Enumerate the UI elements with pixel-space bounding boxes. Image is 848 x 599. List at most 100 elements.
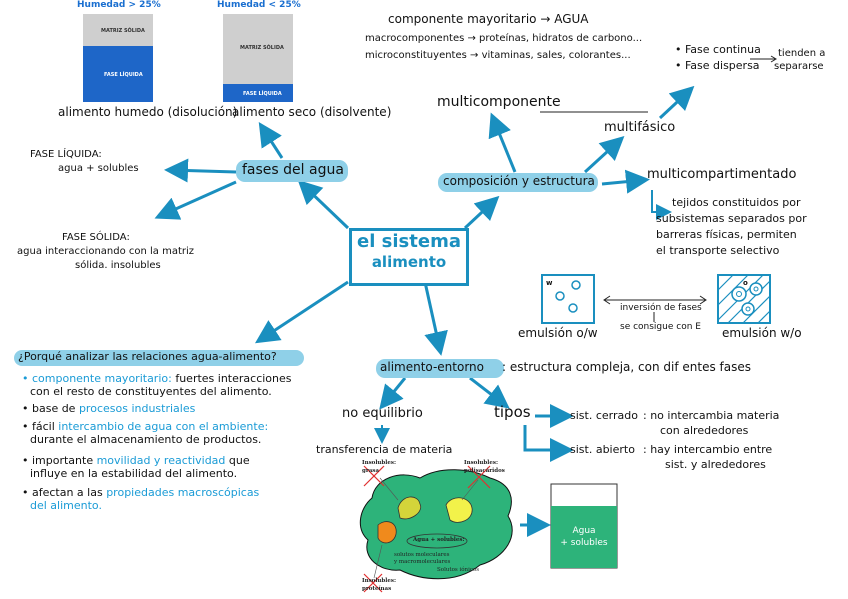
arrow-comp-multicomp (488, 112, 517, 173)
abierto-desc1: : hay intercambio entre (643, 443, 773, 456)
b3-text: intercambio de agua con el ambiente: (58, 420, 269, 433)
beaker-liquid (551, 506, 617, 568)
blob-insol-poli-1: Insolubles: (464, 460, 498, 466)
humidity-high-label: Humedad > 25% (77, 0, 161, 10)
caption-wet: alimento humedo (disolución) (58, 105, 238, 119)
fase-continua: • Fase continua (675, 43, 761, 56)
porque-b4: • importante movilidad y reactividad que (22, 454, 250, 468)
sist-cerrado: sist. cerrado (570, 409, 638, 422)
arrow-center-entorno (423, 281, 448, 356)
arrow-center-porque (254, 280, 349, 344)
arrow-fases-seco (258, 121, 284, 159)
arrow-center-composicion (463, 195, 500, 230)
dry-matriz-label: MATRIZ SÓLIDA (240, 45, 284, 51)
blob-solutos-2: y macromoleculares (394, 559, 451, 565)
b2-lead: • base de (22, 402, 79, 415)
b2-text: procesos industriales (78, 402, 196, 415)
tejidos-line3: barreras físicas, permiten (656, 228, 797, 241)
entorno-label: alimento-entorno (380, 360, 485, 374)
fases-pill (236, 160, 348, 182)
cerrado-desc1: : no intercambia materia (643, 409, 780, 422)
beaker-label-1: Agua (572, 526, 596, 536)
consigue-label: se consigue con E (620, 322, 701, 332)
b5-lead: • afectan a las (22, 486, 107, 499)
b4-tail: que (225, 454, 250, 467)
blob-solutos-1: solutos moleculares (394, 552, 450, 558)
arrow-entorno-tipos (469, 376, 510, 409)
fase-liquida-title: FASE LÍQUIDA: (30, 149, 102, 160)
fase-dispersa: • Fase dispersa (675, 59, 760, 72)
b4-text: movilidad y reactividad (96, 454, 226, 467)
blob-solutos-ionicos: Solutos iónicos (437, 567, 480, 573)
blob-insol-prot-1: Insolubles: (362, 578, 396, 584)
tejidos-line1: tejidos constituidos por (672, 196, 801, 209)
porque-b4d: influye en la estabilidad del alimento. (30, 467, 238, 480)
dry-liquida-label: FASE LÍQUIDA (243, 91, 282, 97)
multicompartimentado-label: multicompartimentado (647, 167, 797, 182)
center-node (349, 228, 469, 286)
emulsion-ow-w: w (546, 279, 553, 287)
blob-insol-poli-2: polisacáridos (464, 468, 505, 474)
porque-b1: • componente mayoritario: fuertes intera… (22, 372, 292, 386)
fase-solida-line1: agua interaccionando con la matriz (17, 246, 195, 257)
wet-liquida-label: FASE LÍQUIDA (104, 72, 143, 78)
food-blob (359, 469, 513, 580)
dry-food-liquid (223, 84, 293, 102)
center-title-2: alimento (371, 253, 447, 271)
arrow-comp-multifasico (583, 135, 625, 174)
porque-b5c: del alimento. (30, 499, 102, 512)
composicion-pill (438, 173, 598, 192)
caption-dry: alimento seco (disolvente) (232, 105, 392, 119)
comp-line1: componente mayoritario → AGUA (388, 12, 589, 26)
fase-solida-title: FASE SÓLIDA: (62, 232, 130, 243)
abierto-desc2: sist. y alrededores (665, 458, 766, 471)
wet-food-solid (83, 14, 153, 46)
blob-insol-grasa-1: Insolubles: (362, 460, 396, 466)
comp-line2: macrocomponentes → proteínas, hidratos d… (365, 33, 643, 44)
arrow-tipos-abierto (523, 425, 574, 462)
comp-line3: microconstituyentes → vitaminas, sales, … (365, 50, 631, 61)
cerrado-desc2: con alrededores (660, 424, 749, 437)
porque-b2: • base de procesos industriales (22, 402, 196, 416)
transferencia: transferencia de materia (316, 443, 453, 456)
b1-lead: • componente mayoritario: (22, 372, 176, 385)
multicomponente-label: multicomponente (437, 94, 561, 110)
tienden-a: tienden a (778, 48, 826, 59)
blob-insol-prot-2: proteínas (362, 586, 392, 592)
beaker-label-2: + solubles (560, 538, 608, 548)
separarse: separarse (774, 61, 824, 72)
arrow-fases-liquida (164, 158, 237, 183)
porque-pill (14, 350, 304, 366)
blob-insol-grasa-2: grasa (362, 468, 379, 474)
porque-question: ¿Porqué analizar las relaciones agua-ali… (18, 350, 277, 363)
fase-solida-line2: sólida. insolubles (75, 260, 161, 271)
b1-text: fuertes interacciones (175, 372, 292, 385)
wet-matriz-label: MATRIZ SÓLIDA (101, 28, 145, 34)
tipos-label: tipos (494, 403, 531, 421)
no-equilibrio: no equilibrio (342, 406, 423, 421)
b4-lead: • importante (22, 454, 97, 467)
porque-b3c: durante el almacenamiento de productos. (30, 433, 262, 446)
arrow-comp-multicompart (601, 169, 650, 194)
tejidos-line4: el transporte selectivo (656, 244, 780, 257)
sist-abierto: sist. abierto (570, 443, 635, 456)
tejidos-line2: subsistemas separados por (656, 212, 807, 225)
entorno-pill (376, 359, 504, 378)
center-title-1: el sistema (357, 231, 461, 252)
entorno-desc: : estructura compleja, con dif entes fas… (502, 360, 751, 374)
arrow-fases-solida (154, 180, 237, 220)
blob-agua-solubles: Agua + solubles: (413, 537, 465, 543)
fase-liquida-text: agua + solubles (58, 163, 139, 174)
porque-b3: • fácil intercambio de agua con el ambie… (22, 420, 269, 434)
humidity-low-label: Humedad < 25% (217, 0, 301, 10)
b5-text: propiedades macroscópicas (106, 486, 260, 499)
emulsion-ow-label: emulsión o/w (518, 326, 598, 340)
fases-label: fases del agua (242, 162, 344, 178)
multifasico-label: multifásico (604, 120, 676, 135)
composicion-label: composición y estructura (443, 174, 595, 188)
arrow-multifasico-fases (658, 85, 695, 120)
inversion-label: inversión de fases (620, 303, 702, 313)
arrow-entorno-noeq (379, 377, 407, 410)
